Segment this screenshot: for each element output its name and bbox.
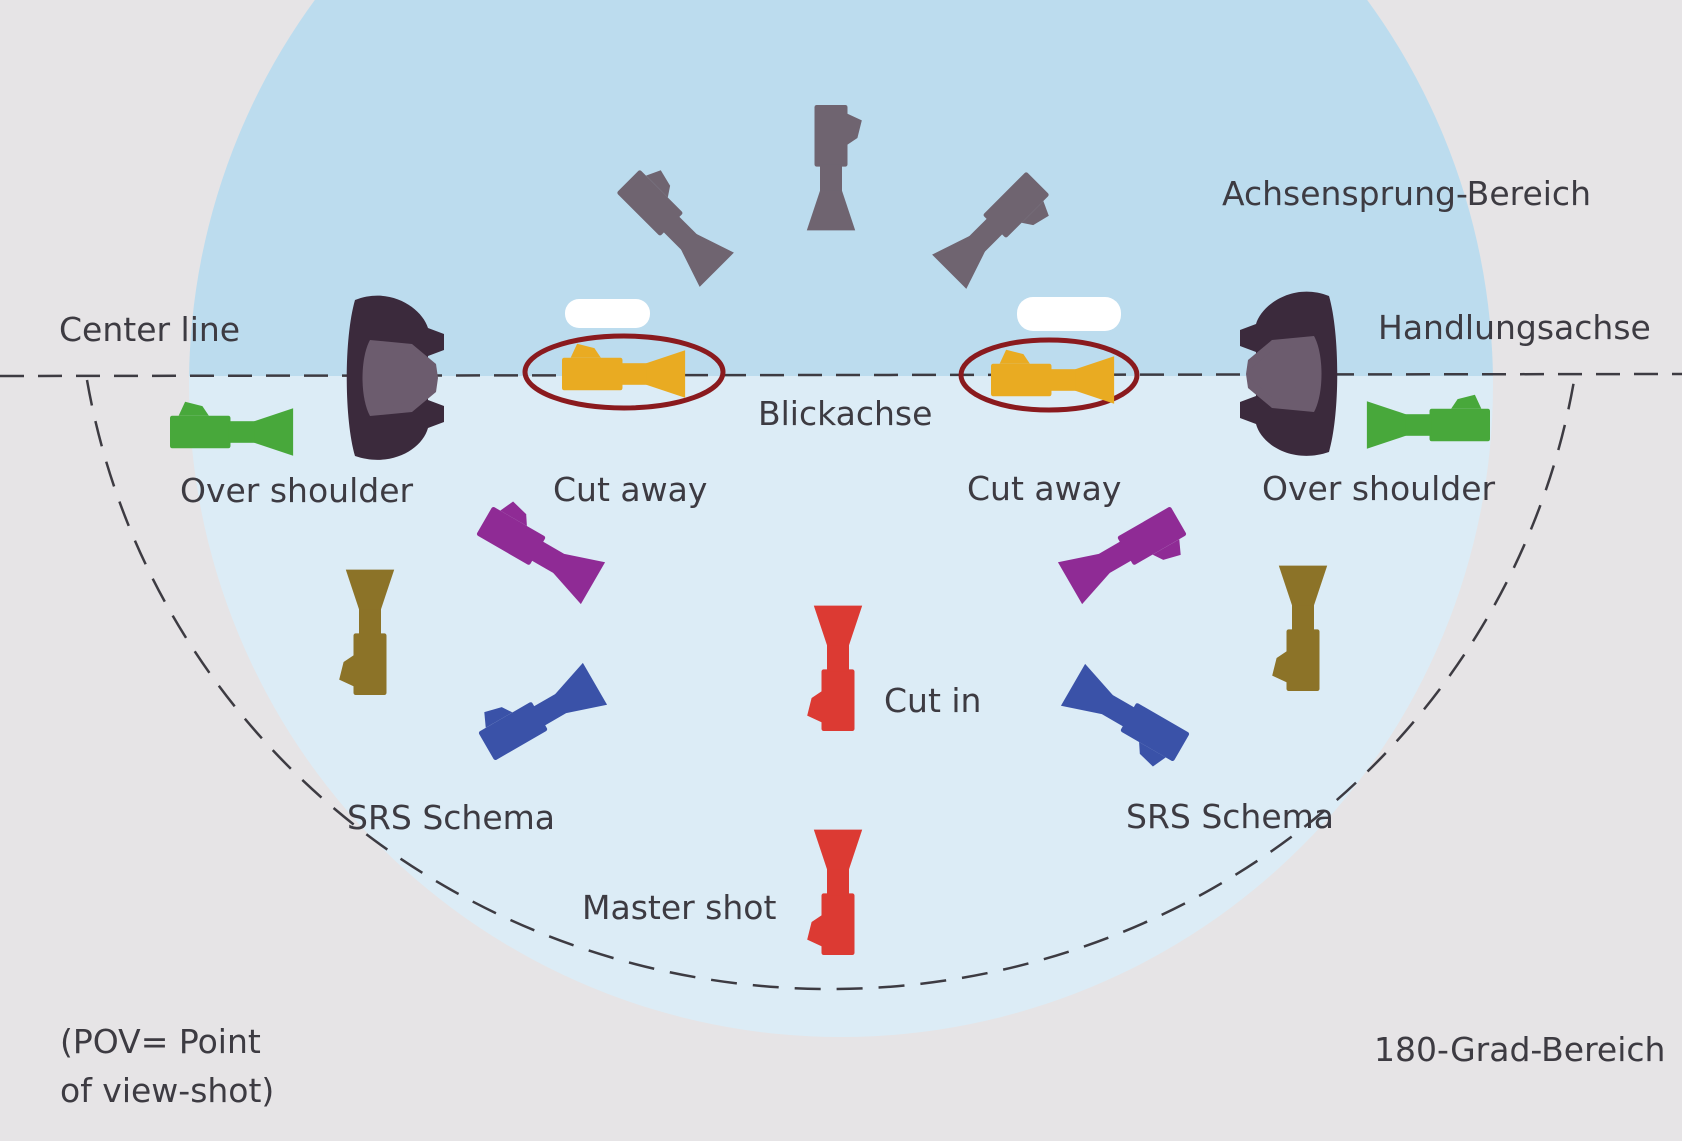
action-axis-line [0, 372, 1682, 378]
pov-note: (POV= Point of view-shot) [60, 1017, 274, 1115]
srs-right-label: SRS Schema [1126, 797, 1334, 836]
actor-head-icon [346, 295, 444, 460]
white-patch [1017, 297, 1121, 331]
pov-line-1: (POV= Point [60, 1022, 261, 1061]
over-shoulder-left-label: Over shoulder [180, 471, 414, 510]
highlight-ring [958, 337, 1140, 413]
cut-in-label: Cut in [884, 681, 982, 720]
achsensprung-label: Achsensprung-Bereich [1222, 174, 1591, 213]
dashed-lines [0, 372, 1682, 991]
master-shot-label: Master shot [582, 888, 777, 927]
highlight-ring [522, 333, 726, 411]
cut-away-right-label: Cut away [967, 469, 1122, 508]
pov-line-2: of view-shot) [60, 1071, 275, 1110]
cut-away-left-label: Cut away [553, 470, 708, 509]
blickachse-label: Blickachse [758, 394, 933, 433]
srs-left-label: SRS Schema [347, 798, 555, 837]
180-grad-label: 180-Grad-Bereich [1374, 1030, 1666, 1069]
center-line-label: Center line [59, 310, 241, 349]
over-shoulder-right-label: Over shoulder [1262, 469, 1496, 508]
actor-head-icon [1240, 291, 1338, 456]
white-patch [565, 299, 650, 328]
handlungsachse-label: Handlungsachse [1378, 308, 1651, 347]
highlight-rings [522, 297, 1140, 413]
